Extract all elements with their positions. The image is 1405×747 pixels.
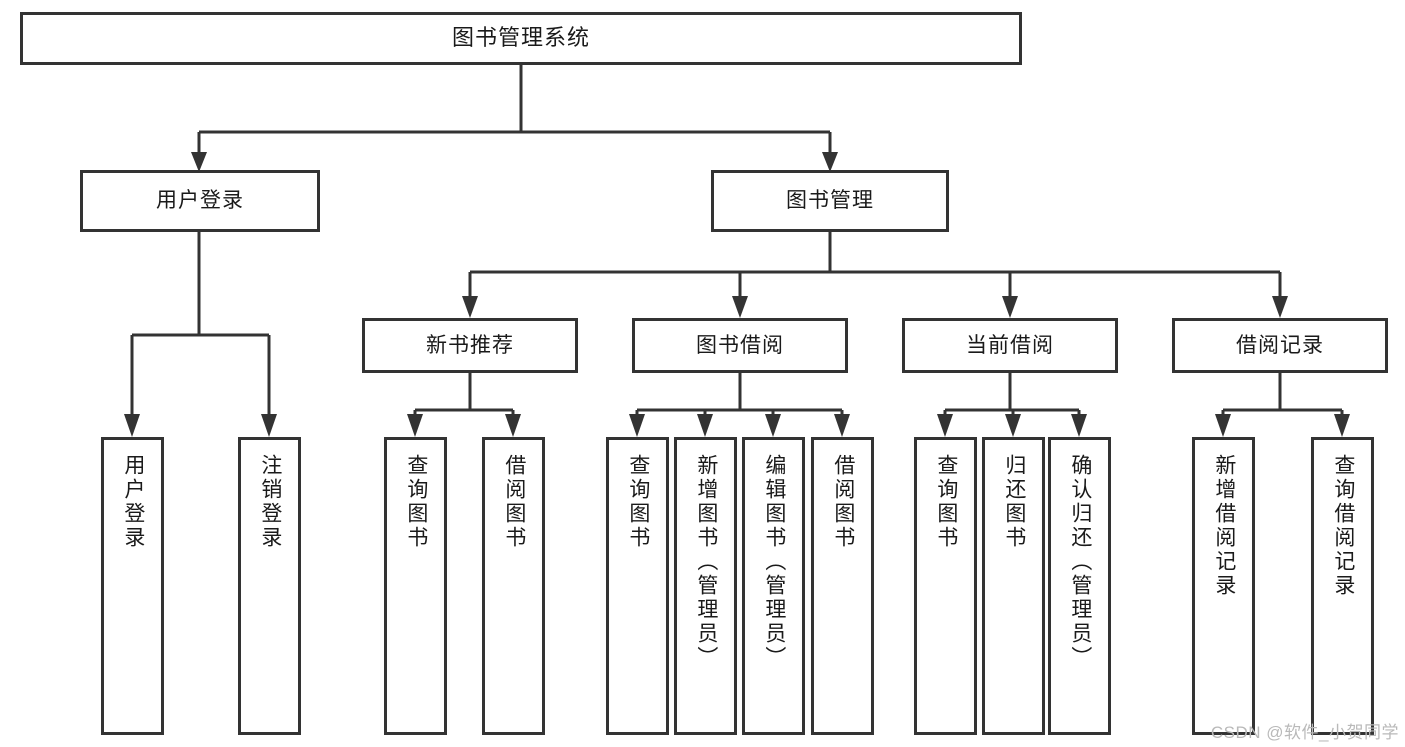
node-label: 图书管理 (786, 189, 874, 213)
node-leaf-add-borrow-record[interactable]: 新增借阅记录 (1192, 437, 1255, 735)
arrowhead-br-leaf-2 (1334, 414, 1350, 437)
arrowhead-nb-leaf-1 (407, 414, 423, 437)
node-label: 借阅记录 (1236, 333, 1324, 357)
arrowhead-user-login (191, 152, 207, 172)
arrowhead-cb-leaf-3 (1071, 414, 1087, 437)
arrowhead-br-leaf-1 (1215, 414, 1231, 437)
node-leaf-borrow-book[interactable]: 借阅图书 (811, 437, 874, 735)
node-book-management[interactable]: 图书管理 (711, 170, 949, 232)
arrowhead-bb-leaf-3 (765, 414, 781, 437)
node-leaf-confirm-return-admin[interactable]: 确认归还（管理员） (1048, 437, 1111, 735)
node-label: 用户登录 (156, 189, 244, 213)
node-label: 图书借阅 (696, 333, 784, 357)
node-borrow-record[interactable]: 借阅记录 (1172, 318, 1388, 373)
arrowhead-book-borrow (732, 296, 748, 318)
node-label: 图书管理系统 (451, 25, 590, 51)
arrowhead-book-mgmt (822, 152, 838, 172)
arrowhead-cb-leaf-1 (937, 414, 953, 437)
node-label: 注销登录 (258, 454, 282, 550)
arrowhead-nb-leaf-2 (505, 414, 521, 437)
node-leaf-add-book-admin[interactable]: 新增图书（管理员） (674, 437, 737, 735)
node-label: 查询图书 (626, 454, 650, 550)
arrowhead-leaf-user-login (124, 414, 140, 437)
node-label: 编辑图书（管理员） (762, 454, 786, 670)
node-leaf-query-book-recommend[interactable]: 查询图书 (384, 437, 447, 735)
node-book-borrowing[interactable]: 图书借阅 (632, 318, 848, 373)
node-leaf-borrow-book-recommend[interactable]: 借阅图书 (482, 437, 545, 735)
node-label: 归还图书 (1002, 454, 1026, 550)
node-label: 查询图书 (934, 454, 958, 550)
arrowhead-borrow-record (1272, 296, 1288, 318)
node-label: 借阅图书 (502, 454, 526, 550)
arrowhead-bb-leaf-4 (834, 414, 850, 437)
node-current-borrowing[interactable]: 当前借阅 (902, 318, 1118, 373)
node-root-book-management-system[interactable]: 图书管理系统 (20, 12, 1022, 65)
node-leaf-edit-book-admin[interactable]: 编辑图书（管理员） (742, 437, 805, 735)
node-leaf-query-book-current[interactable]: 查询图书 (914, 437, 977, 735)
node-label: 新增图书（管理员） (694, 454, 718, 670)
node-label: 借阅图书 (831, 454, 855, 550)
arrowhead-bb-leaf-1 (629, 414, 645, 437)
node-leaf-return-book[interactable]: 归还图书 (982, 437, 1045, 735)
node-label: 查询借阅记录 (1331, 454, 1355, 598)
node-leaf-query-borrow-record[interactable]: 查询借阅记录 (1311, 437, 1374, 735)
node-leaf-user-login[interactable]: 用户登录 (101, 437, 164, 735)
node-label: 新增借阅记录 (1212, 454, 1236, 598)
node-label: 新书推荐 (426, 333, 514, 357)
arrowhead-bb-leaf-2 (697, 414, 713, 437)
node-user-login[interactable]: 用户登录 (80, 170, 320, 232)
node-label: 用户登录 (121, 454, 145, 550)
csdn-watermark: CSDN @软件_小贺同学 (1210, 723, 1399, 742)
arrowhead-new-book (462, 296, 478, 318)
node-label: 当前借阅 (966, 333, 1054, 357)
arrowhead-leaf-logout (261, 414, 277, 437)
arrowhead-current-borrow (1002, 296, 1018, 318)
node-label: 查询图书 (404, 454, 428, 550)
node-label: 确认归还（管理员） (1068, 454, 1092, 670)
node-new-book-recommendation[interactable]: 新书推荐 (362, 318, 578, 373)
node-leaf-query-book-borrow[interactable]: 查询图书 (606, 437, 669, 735)
arrowhead-cb-leaf-2 (1005, 414, 1021, 437)
node-leaf-logout[interactable]: 注销登录 (238, 437, 301, 735)
